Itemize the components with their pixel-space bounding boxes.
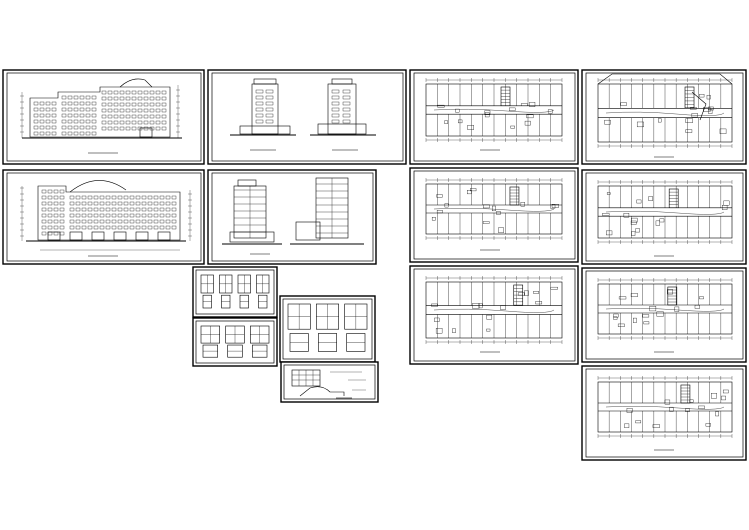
details-b-drawing bbox=[200, 325, 270, 358]
sheet-rear-elevation[interactable] bbox=[2, 169, 205, 265]
sheet-plan-second[interactable] bbox=[409, 167, 579, 263]
section-a bbox=[222, 179, 282, 245]
details-c-drawing bbox=[287, 303, 368, 352]
rear-elevation-building bbox=[26, 180, 186, 242]
plan-roof-drawing bbox=[597, 73, 733, 148]
plan-second-drawing bbox=[425, 178, 563, 240]
details-d-drawing bbox=[291, 369, 366, 399]
sheet-plan-ground[interactable] bbox=[409, 69, 579, 165]
sheet-details-b[interactable] bbox=[192, 317, 278, 367]
section-b bbox=[290, 177, 364, 245]
plan-sixth-drawing bbox=[597, 376, 733, 438]
side-elevation-left bbox=[230, 78, 296, 136]
sheet-side-elevations[interactable] bbox=[207, 69, 407, 165]
plan-fifth-drawing bbox=[597, 278, 733, 340]
details-a-drawing bbox=[200, 274, 270, 309]
rear-elevation-dimensions bbox=[20, 186, 192, 251]
sheet-sections[interactable] bbox=[207, 169, 377, 265]
sheet-plan-roof[interactable] bbox=[581, 69, 747, 165]
front-elevation-dimensions bbox=[20, 85, 180, 138]
plan-ground-drawing bbox=[425, 78, 563, 142]
plan-fourth-drawing bbox=[425, 276, 563, 344]
side-elevation-right bbox=[310, 78, 376, 136]
sheet-plan-sixth[interactable] bbox=[581, 365, 747, 461]
sheet-details-c[interactable] bbox=[279, 295, 376, 363]
sheet-plan-third[interactable] bbox=[581, 169, 747, 265]
sheet-plan-fourth[interactable] bbox=[409, 265, 579, 365]
front-elevation-building bbox=[22, 78, 182, 139]
sheet-details-a[interactable] bbox=[192, 266, 278, 318]
sheet-front-elevation[interactable] bbox=[2, 69, 205, 165]
plan-third-drawing bbox=[597, 180, 733, 244]
sheet-plan-fifth[interactable] bbox=[581, 267, 747, 363]
sheet-details-d[interactable] bbox=[280, 361, 379, 403]
